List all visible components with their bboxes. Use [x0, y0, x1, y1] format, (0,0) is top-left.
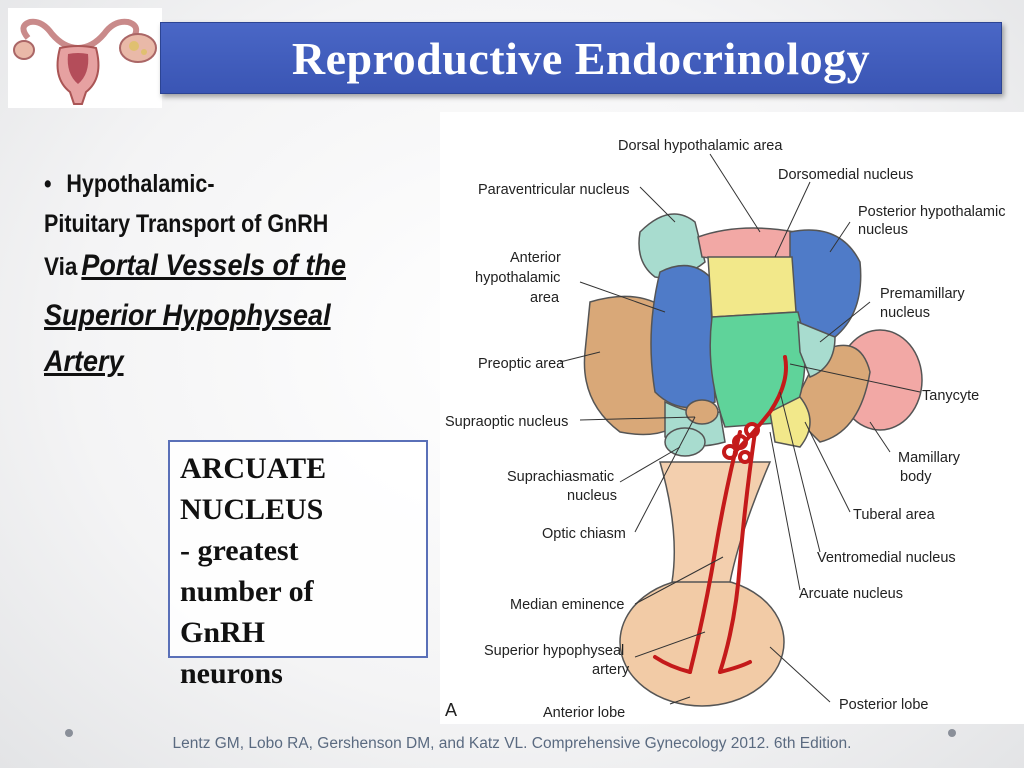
- label-anterior-hypothalamic-2: hypothalamic: [475, 270, 560, 286]
- label-arcuate: Arcuate nucleus: [799, 586, 903, 602]
- posterior-hypothalamic-shape: [789, 229, 862, 338]
- label-dorsal-hypothalamic: Dorsal hypothalamic area: [618, 138, 783, 154]
- uterus-logo: [8, 8, 162, 108]
- hypothalamus-diagram: Dorsal hypothalamic area Dorsomedial nuc…: [440, 112, 1024, 724]
- label-median-eminence: Median eminence: [510, 597, 624, 613]
- bullet-line-5: Artery: [44, 345, 124, 378]
- label-anterior-hypothalamic-1: Anterior: [510, 250, 561, 266]
- anterior-hypothalamic-shape: [650, 264, 716, 409]
- label-suprachiasmatic-1: Suprachiasmatic: [507, 469, 614, 485]
- footer-dot-left-icon: [65, 729, 73, 737]
- diagram-labels: Dorsal hypothalamic area Dorsomedial nuc…: [445, 138, 1006, 721]
- label-mamillary-1: Mamillary: [898, 450, 961, 466]
- dorsal-hypothalamic-shape: [697, 227, 801, 261]
- label-ventromedial: Ventromedial nucleus: [817, 550, 956, 566]
- label-supraoptic: Supraoptic nucleus: [445, 414, 568, 430]
- panel-letter: A: [445, 700, 457, 720]
- bullet-line-2: Pituitary Transport of GnRH: [44, 210, 329, 238]
- label-posterior-lobe: Posterior lobe: [839, 697, 928, 713]
- title-bar: Reproductive Endocrinology: [160, 22, 1002, 94]
- label-posterior-hypothalamic-2: nucleus: [858, 222, 908, 238]
- dorsomedial-shape: [707, 256, 797, 318]
- posterior-lobe-shape: [619, 577, 785, 707]
- arcuate-callout-box: [168, 440, 428, 658]
- label-paraventricular: Paraventricular nucleus: [478, 182, 630, 198]
- label-preoptic: Preoptic area: [478, 356, 565, 372]
- anatomy-shapes: [583, 213, 923, 707]
- portal-vessels: [653, 355, 788, 674]
- arcuate-shape: [769, 396, 811, 448]
- optic-chiasm-shape: [685, 399, 719, 425]
- label-tanycyte: Tanycyte: [922, 388, 979, 404]
- leader-lines: [559, 153, 921, 705]
- footer-dot-right-icon: [948, 729, 956, 737]
- label-premamillary-2: nucleus: [880, 305, 930, 321]
- bullet-line-1: •Hypothalamic-: [44, 164, 371, 204]
- suprachiasmatic-shape: [664, 427, 706, 457]
- label-suprachiasmatic-2: nucleus: [567, 488, 617, 504]
- arcuate-callout-text: ARCUATE NUCLEUS - greatest number of GnR…: [180, 452, 327, 690]
- label-anterior-hypothalamic-3: area: [530, 290, 560, 306]
- slide-title: Reproductive Endocrinology: [291, 33, 871, 84]
- label-mamillary-2: body: [900, 469, 932, 485]
- bullet-block: •Hypothalamic- Pituitary Transport of Gn…: [44, 164, 424, 385]
- bullet-line-3: Via Portal Vessels of the: [44, 249, 346, 282]
- label-anterior-lobe: Anterior lobe: [543, 705, 625, 721]
- bullet-line-4: Superior Hypophyseal: [44, 299, 331, 332]
- label-premamillary-1: Premamillary: [880, 286, 965, 302]
- premamillary-shape: [797, 320, 836, 378]
- footer-citation: Lentz GM, Lobo RA, Gershenson DM, and Ka…: [172, 735, 852, 752]
- label-posterior-hypothalamic-1: Posterior hypothalamic: [858, 204, 1006, 220]
- label-dorsomedial: Dorsomedial nucleus: [778, 167, 913, 183]
- label-superior-hypophyseal-2: artery: [592, 662, 630, 678]
- bullet-dot-icon: •: [44, 170, 52, 198]
- infundibulum-shape: [659, 461, 772, 583]
- label-superior-hypophyseal-1: Superior hypophyseal: [484, 643, 624, 659]
- label-optic-chiasm: Optic chiasm: [542, 526, 626, 542]
- label-tuberal-area: Tuberal area: [853, 507, 936, 523]
